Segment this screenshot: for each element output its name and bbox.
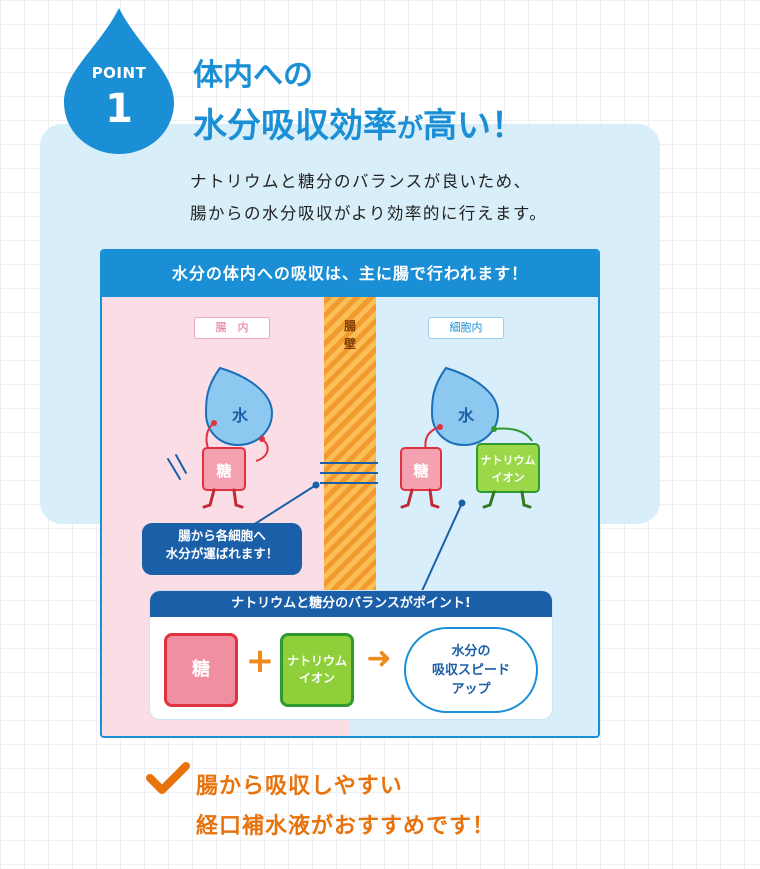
bubble-text: 腸から各細胞へ 水分が運ばれます！ (144, 527, 300, 563)
plus-icon: + (245, 641, 275, 681)
result-line1: 水分の (451, 644, 491, 659)
conclusion-line1: 腸から吸収しやすい (196, 774, 403, 799)
conclusion-line2: 経口補水液がおすすめです！ (196, 814, 496, 839)
headline-line1: 体内への (193, 58, 313, 93)
right-sodium-label1: ナトリウム (481, 454, 536, 467)
headline-particle: が (397, 114, 424, 144)
balance-sodium: ナトリウム イオン (280, 633, 354, 707)
bubble-line1: 腸から各細胞へ (178, 528, 266, 543)
speech-bubble (142, 523, 302, 575)
arrow-right-icon: ➜ (366, 641, 392, 676)
balance-result: 水分の 吸収スピード アップ (404, 627, 538, 713)
left-water-drop-icon (204, 366, 274, 447)
right-water-drop-icon (430, 366, 500, 447)
right-sodium-cube (476, 443, 540, 493)
intestine-tag: 腸 内 (194, 317, 270, 339)
wall-label: 腸壁 (343, 319, 356, 351)
headline-end: 高い！ (423, 106, 526, 146)
check-icon (146, 762, 190, 794)
left-sugar-cube (202, 447, 246, 491)
diagram-illustration: 水 糖 水 糖 ナトリウム イオン (142, 366, 540, 592)
bubble-line2: 水分が運ばれます！ (165, 546, 279, 561)
point-number: 1 (105, 86, 133, 132)
balance-sodium-line2: イオン (298, 671, 335, 685)
point-drop-icon (64, 8, 174, 154)
diagram-title: 水分の体内への吸収は、主に腸で行われます！ (102, 251, 598, 297)
absorption-diagram: 水分の体内への吸収は、主に腸で行われます！ 腸 内 細胞内 腸壁 水 糖 水 糖 (100, 249, 600, 738)
result-line3: アップ (451, 682, 491, 697)
point-label: POINT (91, 64, 147, 82)
description-line1: ナトリウムと糖分のバランスが良いため、 (190, 172, 532, 191)
right-water-label: 水 (458, 406, 475, 425)
intestinal-wall (324, 297, 376, 593)
right-sodium-label2: イオン (492, 471, 525, 484)
balance-box: ナトリウムと糖分のバランスがポイント! 糖 + ナトリウム イオン ➜ 水分の … (150, 591, 552, 719)
left-sugar-label: 糖 (216, 462, 231, 480)
right-sugar-label: 糖 (413, 462, 428, 480)
balance-sodium-line1: ナトリウム (286, 654, 347, 668)
description-line2: 腸からの水分吸収がより効率的に行えます。 (190, 204, 548, 223)
result-line2: 吸収スピード (431, 663, 510, 678)
balance-sugar: 糖 (164, 633, 238, 707)
balance-title: ナトリウムと糖分のバランスがポイント! (150, 591, 552, 617)
left-water-label: 水 (232, 406, 249, 425)
right-sugar-cube (400, 447, 442, 491)
headline-main: 水分吸収効率 (193, 106, 397, 146)
cell-tag: 細胞内 (428, 317, 504, 339)
headline-line2: 水分吸収効率が高い！ (193, 98, 525, 147)
